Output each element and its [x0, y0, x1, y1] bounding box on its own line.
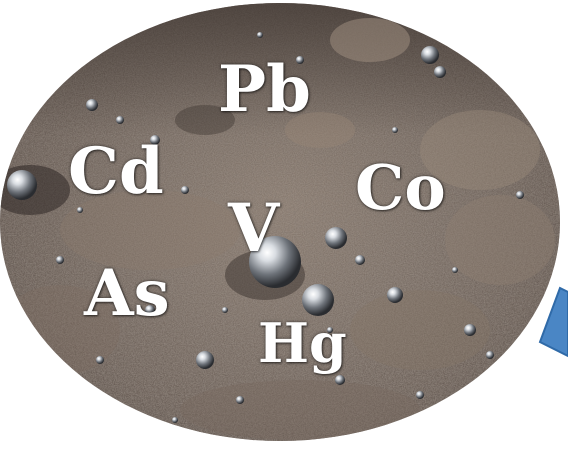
element-label-cd: Cd [68, 134, 164, 209]
element-label-as: As [84, 256, 170, 331]
blue-arrow-icon [538, 286, 568, 358]
element-label-hg: Hg [258, 311, 347, 375]
element-label-pb: Pb [218, 52, 311, 127]
element-label-co: Co [355, 151, 446, 224]
mercury-droplet-icon [7, 32, 524, 423]
element-label-v: V [228, 189, 280, 267]
